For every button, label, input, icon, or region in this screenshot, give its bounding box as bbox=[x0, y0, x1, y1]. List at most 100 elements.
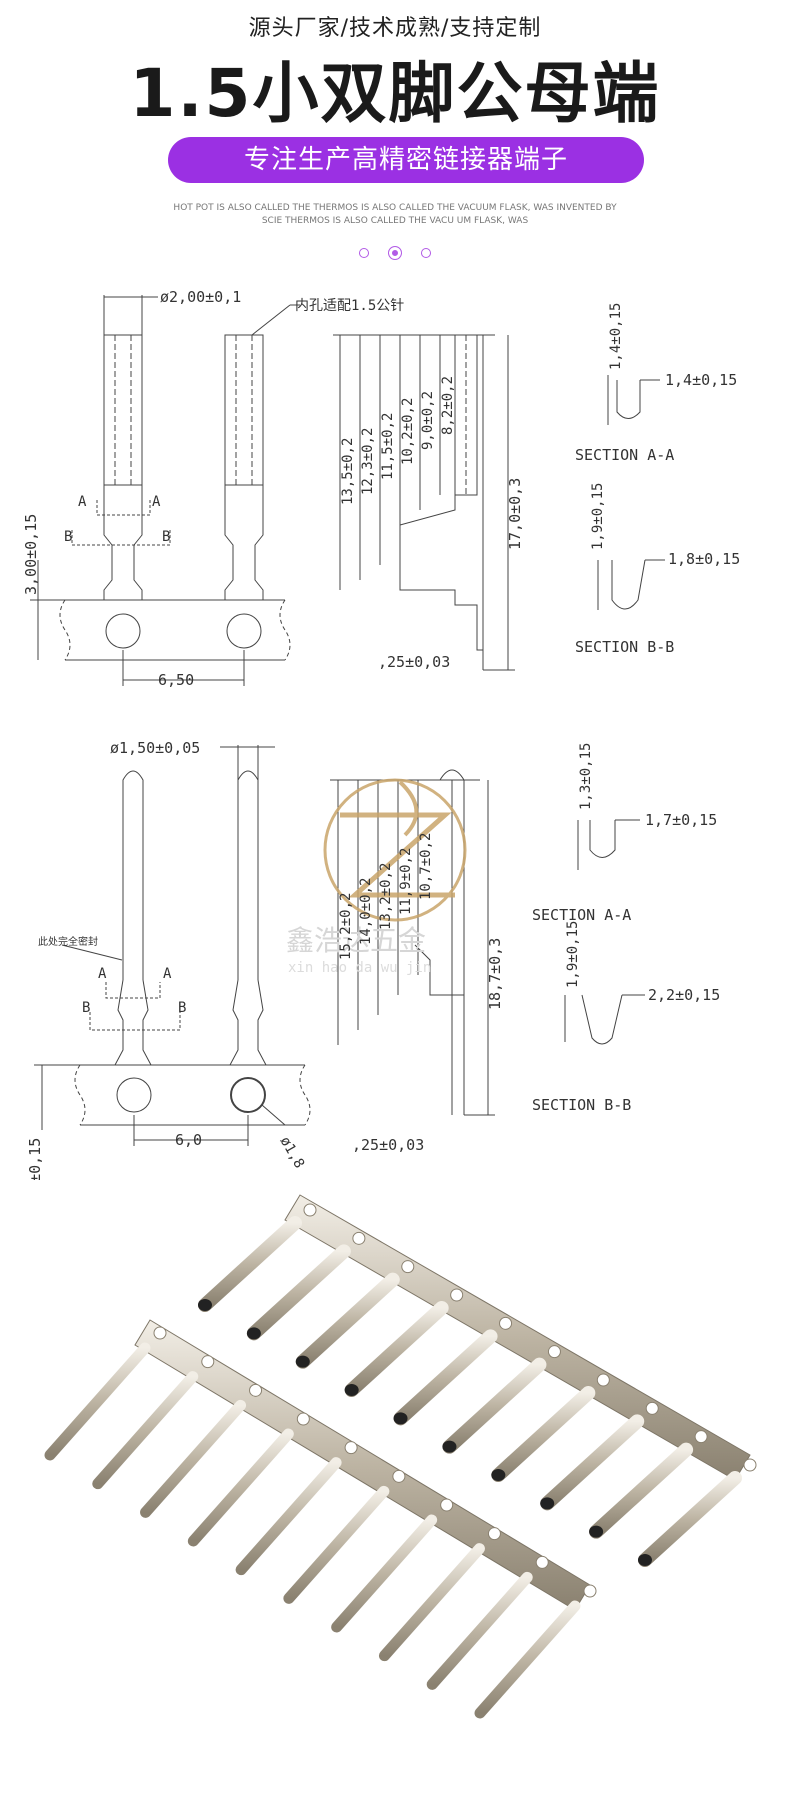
female-secA-h: 1,4±0,15 bbox=[665, 371, 737, 389]
female-terminal bbox=[393, 1329, 498, 1426]
male-pitch-label: 6,0 bbox=[175, 1131, 202, 1149]
female-height-label: 3,00±0,15 bbox=[22, 514, 40, 595]
female-terminal-opening bbox=[638, 1554, 652, 1566]
label-a-left: A bbox=[78, 494, 87, 510]
female-terminal-opening bbox=[198, 1299, 212, 1311]
female-dim-1: 13,5±0,2 bbox=[340, 438, 356, 505]
carrier-hole bbox=[352, 1231, 366, 1245]
male-terminal bbox=[426, 1571, 533, 1690]
male-terminal bbox=[283, 1485, 390, 1604]
female-terminal bbox=[589, 1442, 694, 1539]
label-b-left: B bbox=[64, 529, 72, 545]
male-terminal-strip bbox=[44, 1319, 597, 1719]
female-dim-5: 9,0±0,2 bbox=[420, 391, 436, 450]
female-terminal-opening bbox=[589, 1525, 604, 1538]
carrier-hole bbox=[535, 1555, 549, 1569]
m-label-a-right: A bbox=[163, 966, 172, 982]
female-terminal bbox=[540, 1414, 645, 1511]
male-total-label: 18,7±0,3 bbox=[486, 938, 504, 1010]
female-secB-v: 1,9±0,15 bbox=[590, 483, 606, 550]
female-dia-label: ø2,00±0,1 bbox=[160, 288, 241, 306]
male-thickness-label: ,25±0,03 bbox=[352, 1136, 424, 1154]
slogan-banner: 专注生产高精密链接器端子 bbox=[168, 137, 644, 183]
female-pin-left-body bbox=[103, 334, 143, 486]
label-a-right: A bbox=[152, 494, 161, 510]
female-terminal-drawing: ø2,00±0,1 内孔适配1.5公针 A A B B 3,00±0,15 6,… bbox=[22, 288, 740, 689]
female-terminal bbox=[491, 1386, 596, 1482]
male-secA-h: 1,7±0,15 bbox=[645, 811, 717, 829]
female-pitch-label: 6,50 bbox=[158, 671, 194, 689]
female-terminal-opening bbox=[442, 1440, 457, 1453]
female-terminal bbox=[198, 1216, 302, 1312]
carrier-hole bbox=[596, 1373, 610, 1387]
female-terminal bbox=[295, 1272, 400, 1369]
female-terminal bbox=[638, 1471, 742, 1567]
header: 源头厂家/技术成熟/支持定制 1.5小双脚公母端 专注生产高精密链接器端子 HO… bbox=[0, 0, 790, 260]
male-height-label: 3,0±0,15 bbox=[26, 1138, 44, 1180]
carrier-hole bbox=[296, 1412, 310, 1426]
english-line-1: HOT POT IS ALSO CALLED THE THERMOS IS AL… bbox=[173, 203, 617, 213]
male-terminal bbox=[378, 1543, 485, 1662]
female-terminal-opening bbox=[295, 1355, 310, 1368]
carousel-dot[interactable] bbox=[358, 247, 369, 258]
female-total-label: 17,0±0,3 bbox=[506, 478, 524, 550]
carousel-dots bbox=[0, 242, 790, 261]
male-secB-h: 2,2±0,15 bbox=[648, 986, 720, 1004]
label-b-right: B bbox=[162, 529, 170, 545]
male-terminal bbox=[44, 1342, 151, 1461]
carrier-hole bbox=[440, 1498, 454, 1512]
male-secB-label: SECTION B-B bbox=[532, 1096, 631, 1114]
female-dim-4: 10,2±0,2 bbox=[400, 398, 416, 465]
m-label-a-left: A bbox=[98, 966, 107, 982]
female-terminal bbox=[344, 1301, 449, 1397]
male-terminal bbox=[140, 1399, 247, 1518]
carrier-hole bbox=[694, 1430, 708, 1444]
carousel-dot-active[interactable] bbox=[388, 245, 402, 260]
male-dim-2: 14,0±0,2 bbox=[358, 878, 374, 945]
male-terminal-drawing: 鑫浩达五金 xin hao da wu jin ø1,50±0,05 此处完全密… bbox=[26, 739, 720, 1180]
carrier-hole bbox=[249, 1383, 263, 1397]
tagline: 源头厂家/技术成熟/支持定制 bbox=[248, 16, 542, 41]
watermark-text: 鑫浩达五金 bbox=[286, 924, 426, 957]
watermark-logo bbox=[323, 778, 467, 922]
carrier-hole bbox=[303, 1203, 317, 1217]
male-terminal bbox=[235, 1457, 342, 1576]
male-dia-label: ø1,50±0,05 bbox=[110, 739, 200, 757]
male-note-label: 此处完全密封 bbox=[38, 935, 98, 948]
female-terminal bbox=[246, 1244, 351, 1341]
female-dim-2: 12,3±0,2 bbox=[360, 428, 376, 495]
male-dim-1: 15,2±0,2 bbox=[338, 893, 354, 960]
female-thickness-label: ,25±0,03 bbox=[378, 653, 450, 671]
english-line-2: SCIE THERMOS IS ALSO CALLED THE VACU UM … bbox=[261, 216, 529, 226]
carrier-hole bbox=[547, 1345, 561, 1359]
carrier-hole bbox=[743, 1458, 757, 1472]
female-dim-6: 8,2±0,2 bbox=[440, 376, 456, 435]
page-title: 1.5小双脚公母端 bbox=[129, 55, 661, 132]
female-secB-label: SECTION B-B bbox=[575, 638, 674, 656]
female-note-label: 内孔适配1.5公针 bbox=[295, 298, 404, 314]
carrier-hole bbox=[583, 1584, 597, 1598]
male-terminal bbox=[187, 1428, 294, 1547]
carrier-hole bbox=[645, 1401, 659, 1415]
male-hole-label: ø1,8 bbox=[277, 1134, 308, 1171]
english-caption: HOT POT IS ALSO CALLED THE THERMOS IS AL… bbox=[0, 202, 790, 228]
female-dim-3: 11,5±0,2 bbox=[380, 413, 396, 480]
carrier-hole bbox=[201, 1355, 215, 1369]
female-terminal-opening bbox=[344, 1384, 359, 1396]
female-terminal-opening bbox=[246, 1327, 261, 1340]
watermark-pinyin: xin hao da wu jin bbox=[288, 960, 431, 976]
male-secA-v: 1,3±0,15 bbox=[578, 743, 594, 810]
carrier-hole bbox=[401, 1260, 415, 1274]
m-label-b-left: B bbox=[82, 1000, 90, 1016]
female-secA-v: 1,4±0,15 bbox=[608, 303, 624, 370]
carousel-dot[interactable] bbox=[421, 247, 432, 258]
male-secB-v: 1,9±0,15 bbox=[565, 921, 581, 988]
m-label-b-right: B bbox=[178, 1000, 186, 1016]
carrier-hole bbox=[487, 1527, 501, 1541]
carrier-hole bbox=[153, 1326, 167, 1340]
female-terminal-opening bbox=[491, 1469, 506, 1481]
female-secA-label: SECTION A-A bbox=[575, 446, 674, 464]
male-dim-5: 10,7±0,2 bbox=[418, 833, 434, 900]
female-terminal-opening bbox=[540, 1497, 555, 1510]
female-terminal-strip bbox=[198, 1194, 757, 1567]
